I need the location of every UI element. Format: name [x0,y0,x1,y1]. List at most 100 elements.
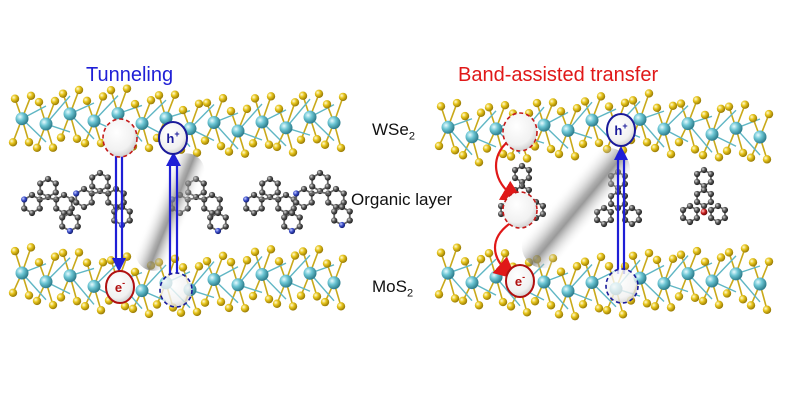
metal-atom [633,112,647,126]
chalcogen-atom [144,309,154,319]
chalcogen-atom [8,288,18,297]
chalcogen-atom [264,140,274,149]
chalcogen-atom [764,257,774,266]
chalcogen-atom [178,105,188,115]
chalcogen-atom [24,138,34,147]
chalcogen-atom [738,148,748,158]
chalcogen-atom [80,139,90,148]
chalcogen-atom [296,291,306,300]
metal-atom [87,114,101,128]
chalcogen-atom [96,306,106,315]
intermediate-sphere [502,191,538,229]
chalcogen-atom [74,248,84,257]
chalcogen-atom [50,252,60,261]
metal-atom [441,266,455,280]
chalcogen-atom [224,147,234,156]
organic-molecule [73,169,133,229]
chalcogen-atom [192,307,202,317]
metal-atom [705,127,719,141]
chalcogen-atom [570,311,580,321]
chalcogen-atom [530,142,540,151]
metal-atom [303,110,317,124]
chalcogen-atom [336,302,346,311]
metal-atom [279,274,293,288]
chalcogen-atom [556,267,566,276]
metal-atom [753,277,767,291]
chalcogen-atom [50,96,60,106]
metal-atom [63,269,77,283]
chalcogen-atom [312,135,322,144]
chalcogen-atom [288,302,298,311]
metal-atom [207,273,221,287]
metal-atom [207,115,221,129]
chalcogen-atom [336,143,346,153]
metal-atom [561,123,575,137]
chalcogen-atom [200,136,210,145]
chalcogen-atom [596,92,606,101]
chalcogen-atom [450,294,460,303]
chalcogen-atom [320,297,330,307]
chalcogen-atom [274,257,284,266]
chalcogen-atom [224,303,234,313]
transfer-glow-right [521,147,631,269]
chalcogen-atom [642,138,652,147]
chalcogen-atom [578,139,588,149]
chalcogen-atom [532,98,542,108]
chalcogen-atom [98,92,108,101]
tunneling-title: Tunneling [86,64,174,86]
mos2-label: MoS2 [372,277,414,300]
chalcogen-atom [650,302,660,311]
metal-atom [585,113,599,127]
chalcogen-atom [226,257,236,267]
chalcogen-atom [434,141,444,151]
chalcogen-atom [748,113,758,123]
chalcogen-atom [72,134,82,143]
wse2-label: WSe2 [372,120,415,143]
chalcogen-atom [602,306,612,315]
metal-atom [465,130,479,144]
metal-atom [489,270,503,284]
metal-atom [537,275,551,289]
chalcogen-atom [460,111,470,121]
chalcogen-atom [628,96,638,105]
metal-atom [657,122,671,136]
chalcogen-atom [698,296,708,306]
chalcogen-atom [746,301,756,310]
chalcogen-atom [674,292,684,301]
electron-sphere: e- [105,270,135,304]
chalcogen-atom [82,96,92,106]
chalcogen-atom [668,254,678,263]
chalcogen-atom [578,300,588,309]
hole-vacancy-sphere [102,118,138,158]
chalcogen-atom [312,292,322,301]
chalcogen-atom [594,304,604,313]
chalcogen-atom [58,89,68,98]
chalcogen-atom [250,247,260,257]
chalcogen-atom [460,257,470,266]
chalcogen-atom [314,89,324,99]
chalcogen-atom [218,251,228,261]
chalcogen-atom [604,261,614,271]
chalcogen-atom [82,258,92,267]
chalcogen-atom [652,255,662,265]
chalcogen-atom [644,89,654,98]
metal-atom [441,120,455,134]
chalcogen-atom [98,258,108,267]
chalcogen-atom [762,155,772,164]
chalcogen-atom [724,102,734,111]
chalcogen-atom [746,153,756,162]
chalcogen-atom [296,135,306,144]
metal-atom [465,276,479,290]
chalcogen-atom [80,302,90,311]
chalcogen-atom [618,310,628,319]
chalcogen-atom [530,297,540,306]
metal-atom [279,121,293,135]
chalcogen-atom [500,249,510,258]
chalcogen-atom [650,143,660,153]
metal-atom [15,266,29,280]
chalcogen-atom [192,148,202,157]
chalcogen-atom [170,90,180,99]
chalcogen-atom [436,102,446,111]
chalcogen-atom [338,254,348,263]
chalcogen-atom [272,142,282,152]
